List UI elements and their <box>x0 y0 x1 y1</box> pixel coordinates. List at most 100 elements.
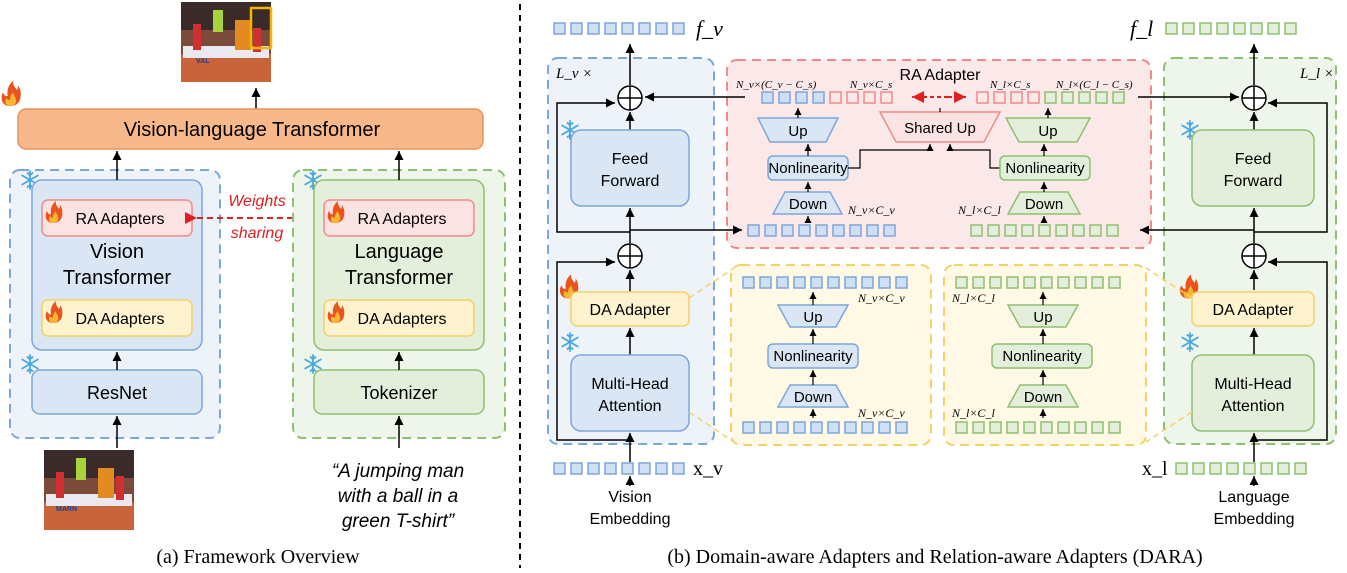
da-language-nonlinearity <box>991 343 1093 369</box>
language-ra-input-token <box>1021 224 1034 237</box>
language-da-token <box>989 276 1002 289</box>
language-ra-input-token <box>1004 224 1017 237</box>
svg-text:Nonlinearity: Nonlinearity <box>1005 160 1085 177</box>
svg-text:MARN: MARN <box>56 506 77 513</box>
vision-output-token <box>672 22 685 35</box>
language-ra-adapters: RA Adapters <box>358 211 447 228</box>
language-da-adapter <box>1191 291 1315 327</box>
svg-text:Up: Up <box>788 123 807 140</box>
panel-b: f_v f_l L_v × L_l × Feed Forward DA Adap… <box>547 16 1337 568</box>
vl-transformer-label: Vision-language Transformer <box>124 119 381 141</box>
resnet-label: ResNet <box>87 383 147 403</box>
ra-language-nonlinearity <box>999 155 1091 181</box>
x-v-label: x_v <box>693 458 723 480</box>
vision-ra-input-token <box>866 224 879 237</box>
shared-ra-token <box>993 91 1006 104</box>
vision-embedding-token <box>621 462 634 475</box>
token-rows <box>553 22 1307 475</box>
language-branch: RA Adapters Language Transformer DA Adap… <box>292 151 506 448</box>
language-da-token <box>1091 276 1104 289</box>
svg-text:Down: Down <box>1025 196 1063 213</box>
svg-text:Attention: Attention <box>1221 398 1284 415</box>
language-ra-input-token <box>1106 224 1119 237</box>
svg-text:Multi-Head: Multi-Head <box>1214 376 1291 393</box>
language-da-token <box>1040 421 1053 434</box>
svg-text:Up: Up <box>1033 309 1052 326</box>
language-ra-input-token <box>1038 224 1051 237</box>
caption-b: (b) Domain-aware Adapters and Relation-a… <box>667 546 1202 568</box>
svg-text:Up: Up <box>803 309 822 326</box>
language-ra-input-token <box>1055 224 1068 237</box>
vision-ra-input-token <box>815 224 828 237</box>
dim-label: N_l×C_l <box>957 203 1001 217</box>
ra-vision-up <box>756 117 840 143</box>
language-output-token <box>1284 22 1297 35</box>
vision-da-token <box>827 276 840 289</box>
vision-output-token <box>638 22 651 35</box>
vision-embedding-token <box>604 462 617 475</box>
dim-label: N_l×C_s <box>989 79 1030 91</box>
vision-da-adapter <box>570 291 690 327</box>
vision-da-token <box>793 276 806 289</box>
svg-text:Forward: Forward <box>601 173 660 190</box>
ra-language-down <box>1006 191 1082 215</box>
vision-da-token <box>844 421 857 434</box>
language-embedding-token <box>1226 462 1239 475</box>
dim-label: N_l×C_l <box>951 291 995 305</box>
language-da-token <box>1057 276 1070 289</box>
vision-output-token <box>553 22 566 35</box>
l-v-label: L_v × <box>555 66 592 82</box>
vision-embedding-token <box>655 462 668 475</box>
svg-text:green T-shirt”: green T-shirt” <box>342 511 456 532</box>
ra-shared-up <box>878 111 1002 143</box>
shared-ra-token <box>880 91 893 104</box>
panel-a: VAL Vision-language Transformer RA Adapt… <box>1 2 506 568</box>
svg-text:DA Adapter: DA Adapter <box>1213 302 1295 319</box>
vision-ra-input-token <box>849 224 862 237</box>
shared-ra-token <box>1027 91 1040 104</box>
language-transformer-title: Language <box>355 241 444 263</box>
svg-text:Transformer: Transformer <box>345 267 454 289</box>
shared-ra-token <box>829 91 842 104</box>
svg-text:Forward: Forward <box>1224 173 1283 190</box>
vision-da-token <box>759 421 772 434</box>
vision-ra-adapters: RA Adapters <box>76 211 165 228</box>
svg-text:Embedding: Embedding <box>590 511 671 528</box>
vision-feed-forward <box>570 129 690 207</box>
language-output-token <box>1267 22 1280 35</box>
language-output-token <box>1182 22 1195 35</box>
svg-text:Nonlinearity: Nonlinearity <box>768 160 848 177</box>
svg-text:Down: Down <box>1024 389 1062 406</box>
vision-da-token <box>895 276 908 289</box>
bounding-box <box>249 6 273 50</box>
language-ra-input-token <box>1072 224 1085 237</box>
language-da-token <box>1023 421 1036 434</box>
language-feed-forward <box>1191 129 1315 207</box>
vision-da-token <box>793 421 806 434</box>
language-ra-token <box>1095 91 1108 104</box>
vision-da-token <box>776 421 789 434</box>
language-ra-token <box>1061 91 1074 104</box>
vision-da-token <box>742 276 755 289</box>
weights-sharing-label: Weights <box>228 193 286 210</box>
language-embedding-token <box>1175 462 1188 475</box>
da-language-up <box>1006 304 1080 328</box>
vision-ra-input-token <box>764 224 777 237</box>
language-output-token <box>1216 22 1229 35</box>
dim-label: N_l×C_l <box>951 406 995 420</box>
da-vision-up <box>776 304 850 328</box>
language-da-token <box>972 276 985 289</box>
vision-da-token <box>895 421 908 434</box>
vision-ra-token <box>795 91 808 104</box>
dim-label: N_v×C_v <box>857 406 905 420</box>
shared-ra-token <box>863 91 876 104</box>
svg-text:Attention: Attention <box>598 398 661 415</box>
vision-ra-input-token <box>832 224 845 237</box>
language-da-token <box>1040 276 1053 289</box>
language-output-token <box>1233 22 1246 35</box>
language-da-adapters: DA Adapters <box>358 311 447 328</box>
output-photo: VAL <box>181 2 273 82</box>
svg-text:Up: Up <box>1038 123 1057 140</box>
vision-da-token <box>742 421 755 434</box>
dim-label: N_v×C_v <box>847 203 895 217</box>
